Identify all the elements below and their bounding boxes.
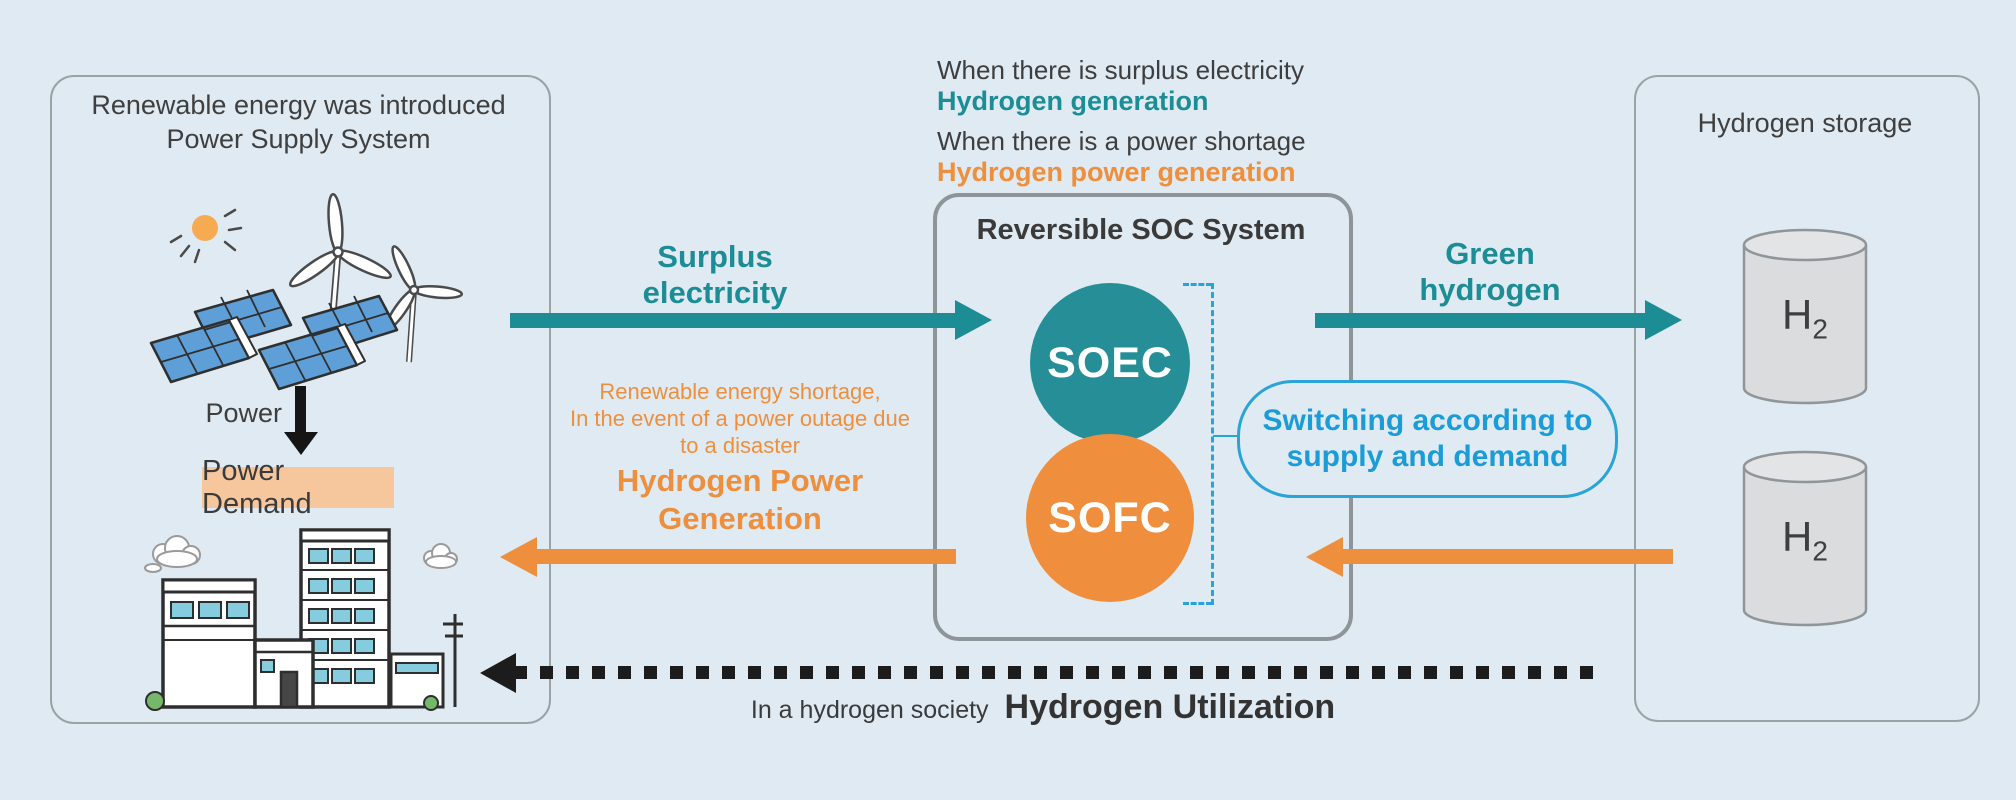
bracket-top-dash bbox=[1183, 283, 1212, 286]
cloud-icon bbox=[144, 535, 201, 573]
green-hydrogen-arrow bbox=[1315, 313, 1645, 328]
hydrogen-utilization-caption: In a hydrogen society Hydrogen Utilizati… bbox=[743, 688, 1343, 727]
switching-bubble-line1: Switching according to bbox=[1262, 404, 1593, 437]
surplus-condition-result: Hydrogen generation bbox=[937, 86, 1209, 116]
hydrogen-power-arrowhead bbox=[500, 537, 537, 577]
power-down-arrowhead bbox=[284, 432, 318, 455]
h2-cylinder-icon bbox=[1742, 228, 1868, 405]
bracket-vertical-dash bbox=[1211, 283, 1214, 605]
soec-circle: SOEC bbox=[1030, 283, 1190, 443]
green-hydrogen-arrowhead bbox=[1645, 300, 1682, 340]
power-label: Power bbox=[205, 398, 282, 428]
hydrogen-power-title-line1: Hydrogen Power bbox=[616, 463, 864, 498]
green-hydrogen-label: Green hydrogen bbox=[1340, 236, 1640, 308]
hydrogen-power-note-line1: Renewable energy shortage, bbox=[599, 379, 881, 404]
power-demand-box: Power Demand bbox=[202, 455, 394, 520]
h2-tank-2-label: H2 bbox=[1782, 512, 1828, 567]
hydrogen-power-title: Hydrogen Power Generation bbox=[565, 462, 915, 538]
sofc-circle: SOFC bbox=[1026, 434, 1194, 602]
cloud-icon bbox=[423, 543, 458, 569]
hydrogen-storage-panel bbox=[1634, 75, 1980, 722]
solar-panel-icon bbox=[149, 288, 399, 391]
hydrogen-power-arrow bbox=[536, 549, 956, 564]
renewable-power-panel bbox=[50, 75, 551, 724]
shortage-condition-text: When there is a power shortage bbox=[937, 126, 1306, 156]
soc-box-title: Reversible SOC System bbox=[976, 214, 1306, 246]
mid-building bbox=[161, 578, 257, 709]
left-panel-title-line2: Power Supply System bbox=[166, 124, 431, 154]
bracket-bottom-dash bbox=[1183, 602, 1212, 605]
h2-tank-2: H2 bbox=[1740, 450, 1870, 630]
house bbox=[253, 638, 315, 709]
hydrogen-supply-arrowhead bbox=[1306, 537, 1343, 577]
city-buildings-illustration bbox=[144, 528, 463, 711]
storage-panel-title: Hydrogen storage bbox=[1697, 108, 1913, 138]
utilization-context: In a hydrogen society bbox=[750, 696, 989, 724]
shortage-condition-result: Hydrogen power generation bbox=[937, 157, 1296, 187]
power-demand-label: Power Demand bbox=[202, 454, 312, 520]
hydrogen-power-note: Renewable energy shortage, In the event … bbox=[540, 378, 940, 459]
hydrogen-supply-arrow bbox=[1342, 549, 1673, 564]
hydrogen-power-note-line2: In the event of a power outage due bbox=[569, 406, 911, 431]
bracket-bubble-connector bbox=[1213, 435, 1239, 437]
surplus-arrow-label: Surplus electricity bbox=[565, 239, 865, 311]
renewable-energy-illustration bbox=[149, 192, 463, 391]
hydrogen-power-note-line3: to a disaster bbox=[680, 433, 800, 458]
wind-turbine-icon bbox=[384, 245, 463, 363]
hydrogen-utilization-arrow bbox=[514, 666, 1600, 679]
surplus-electricity-arrowhead bbox=[955, 300, 992, 340]
left-panel-title-line1: Renewable energy was introduced bbox=[91, 90, 506, 120]
left-panel-title: Renewable energy was introduced Power Su… bbox=[60, 88, 537, 156]
surplus-arrow-label-line2: electricity bbox=[642, 275, 788, 310]
soec-label: SOEC bbox=[1047, 338, 1173, 387]
h2-tank-1: H2 bbox=[1740, 228, 1870, 408]
utilization-title: Hydrogen Utilization bbox=[1004, 688, 1336, 726]
bush-icon bbox=[145, 691, 439, 711]
surplus-arrow-label-line1: Surplus bbox=[657, 239, 773, 274]
green-hydrogen-label-line1: Green bbox=[1445, 236, 1535, 271]
surplus-electricity-arrow bbox=[510, 313, 955, 328]
sun-icon bbox=[169, 208, 243, 264]
switching-bubble: Switching according to supply and demand bbox=[1237, 380, 1618, 498]
green-hydrogen-label-line2: hydrogen bbox=[1419, 272, 1561, 307]
h2-tank-1-label: H2 bbox=[1782, 290, 1828, 345]
h2-cylinder-icon bbox=[1742, 450, 1868, 627]
operating-conditions: When there is surplus electricity Hydrog… bbox=[937, 55, 1397, 188]
hydrogen-utilization-arrowhead bbox=[480, 653, 516, 693]
switching-bubble-line2: supply and demand bbox=[1286, 440, 1569, 473]
utility-pole-icon bbox=[443, 614, 463, 707]
surplus-condition-text: When there is surplus electricity bbox=[937, 55, 1305, 85]
sofc-label: SOFC bbox=[1048, 493, 1172, 542]
hydrogen-power-title-line2: Generation bbox=[658, 501, 822, 536]
tall-building bbox=[299, 528, 391, 709]
power-down-arrow-shaft bbox=[295, 386, 306, 434]
